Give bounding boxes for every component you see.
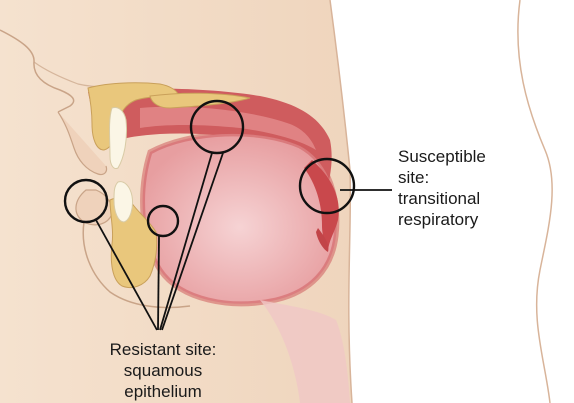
- oral-cavity: [143, 134, 337, 304]
- neck-outline: [518, 0, 552, 403]
- susceptible-site-label: Susceptible site: transitional respirato…: [398, 146, 486, 230]
- resistant-site-label: Resistant site: squamous epithelium: [84, 339, 242, 402]
- resistant-label-line-3: epithelium: [84, 381, 242, 402]
- susceptible-label-line-2: site:: [398, 167, 486, 188]
- susceptible-label-line-4: respiratory: [398, 209, 486, 230]
- resistant-label-line-2: squamous: [84, 360, 242, 381]
- susceptible-label-line-1: Susceptible: [398, 146, 486, 167]
- susceptible-label-line-3: transitional: [398, 188, 486, 209]
- leader-line-gum: [158, 236, 159, 330]
- resistant-label-line-1: Resistant site:: [84, 339, 242, 360]
